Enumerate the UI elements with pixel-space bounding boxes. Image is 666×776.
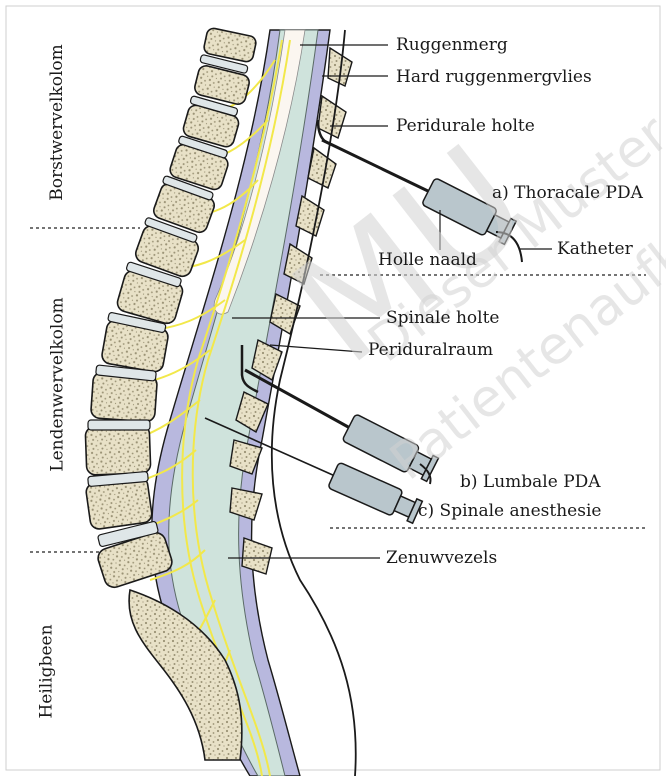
label-lendenwervelkolom: Lendenwervelkolom bbox=[50, 297, 67, 471]
label-thoracale-pda: a) Thoracale PDA bbox=[492, 185, 643, 202]
label-spinale-anesthesie: c) Spinale anesthesie bbox=[418, 503, 601, 520]
label-holle-naald: Holle naald bbox=[378, 252, 477, 269]
label-katheter: Katheter bbox=[557, 241, 633, 258]
label-spinale-holte: Spinale holte bbox=[386, 310, 499, 327]
label-hard-ruggenmergvlies: Hard ruggenmergvlies bbox=[396, 69, 592, 86]
label-periduralraum: Periduralraum bbox=[368, 342, 493, 359]
label-zenuwvezels: Zenuwvezels bbox=[386, 550, 497, 567]
label-heiligbeen: Heiligbeen bbox=[39, 624, 56, 718]
label-lumbale-pda: b) Lumbale PDA bbox=[460, 474, 601, 491]
label-ruggenmerg: Ruggenmerg bbox=[396, 37, 508, 54]
label-borstwervelkolom: Borstwervelkolom bbox=[49, 44, 66, 201]
label-peridurale-holte: Peridurale holte bbox=[396, 118, 535, 135]
